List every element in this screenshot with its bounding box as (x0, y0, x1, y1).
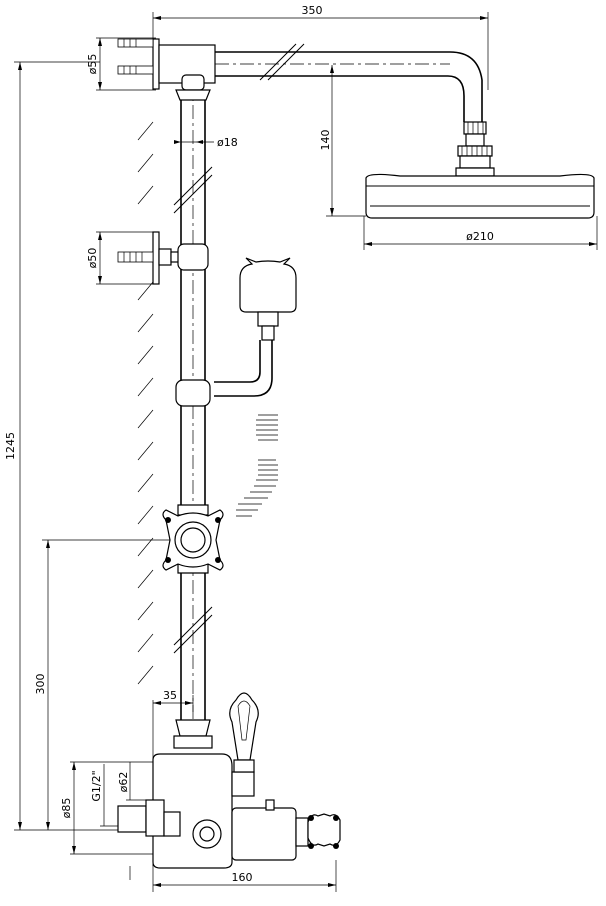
dim-1245: 1245 (4, 61, 120, 831)
dim-label-62: ø62 (117, 772, 130, 793)
dim-350: 350 (152, 4, 489, 90)
dim-300: 300 (34, 539, 178, 830)
dim-62: ø62 (117, 762, 150, 801)
dim-label-140: 140 (319, 130, 332, 151)
dim-label-35: 35 (163, 689, 177, 702)
dim-label-50: ø50 (86, 248, 99, 269)
shower-head (365, 121, 595, 219)
diverter-valve (162, 504, 224, 574)
hose (236, 414, 278, 517)
dim-label-g12: G1/2" (90, 770, 103, 801)
dim-label-55: ø55 (86, 54, 99, 75)
hand-shower (175, 257, 297, 407)
dim-label-210: ø210 (466, 230, 494, 243)
dim-label-1245: 1245 (4, 432, 17, 460)
dim-label-85: ø85 (60, 798, 73, 819)
riser-top-connector (175, 74, 211, 101)
dim-label-160: 160 (232, 871, 253, 884)
dim-55: ø55 (86, 37, 156, 91)
dim-140: 140 (319, 65, 366, 217)
dim-18: ø18 (174, 136, 238, 149)
wall-hatch (137, 38, 154, 866)
shower-arm (215, 43, 483, 122)
dim-50: ø50 (86, 231, 156, 285)
dim-label-300: 300 (34, 674, 47, 695)
dim-35: 35 (153, 689, 194, 712)
mid-wall-bracket (117, 231, 209, 285)
dim-label-350: 350 (302, 4, 323, 17)
dim-label-18: ø18 (217, 136, 238, 149)
dim-85: ø85 (60, 761, 156, 855)
dim-g12: G1/2" (90, 764, 118, 827)
thermostatic-valve (117, 692, 341, 869)
dim-210: ø210 (363, 216, 598, 250)
